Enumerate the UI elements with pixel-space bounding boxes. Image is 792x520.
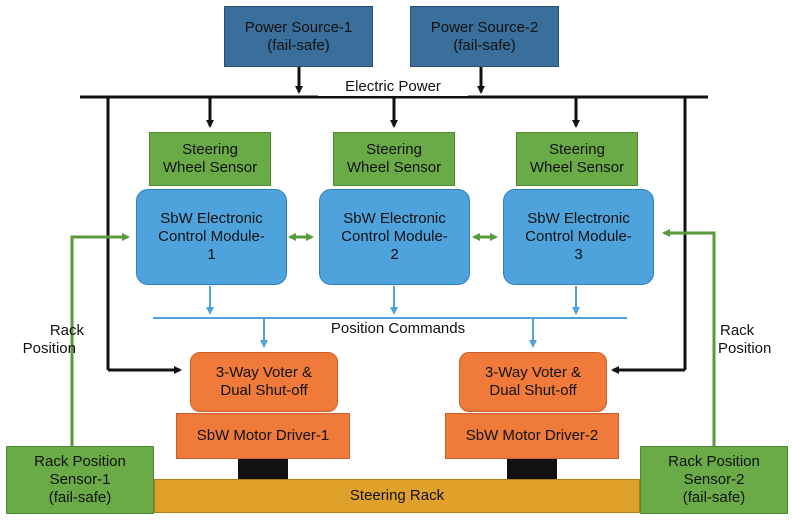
rps-2-line2: Sensor-2 bbox=[683, 471, 745, 488]
sensor-3-line1: Steering bbox=[549, 141, 605, 158]
power-source-1: Power Source-1 (fail-safe) bbox=[224, 6, 373, 67]
ecm-1: SbW Electronic Control Module- 1 bbox=[136, 189, 287, 285]
voter-1: 3-Way Voter & Dual Shut-off bbox=[190, 352, 338, 412]
rack-position-label-1-line2: Position bbox=[22, 340, 76, 357]
ecm-1-line2: Control Module- bbox=[158, 228, 265, 245]
rps-2-line3: (fail-safe) bbox=[682, 489, 746, 506]
electric-power-label: Electric Power bbox=[318, 78, 468, 96]
rps-1-line3: (fail-safe) bbox=[48, 489, 112, 506]
steering-wheel-sensor-1: Steering Wheel Sensor bbox=[149, 132, 271, 186]
sensor-2-line1: Steering bbox=[366, 141, 422, 158]
voter-1-line1: 3-Way Voter & bbox=[215, 364, 313, 381]
position-commands-label: Position Commands bbox=[330, 320, 466, 337]
rack-position-label-2: Rack Position bbox=[714, 322, 788, 358]
ecm-2-line1: SbW Electronic bbox=[343, 210, 446, 227]
voter-2: 3-Way Voter & Dual Shut-off bbox=[459, 352, 607, 412]
sensor-2-line2: Wheel Sensor bbox=[346, 159, 442, 176]
ecm-3: SbW Electronic Control Module- 3 bbox=[503, 189, 654, 285]
power-source-2-line1: Power Source-2 bbox=[430, 18, 539, 36]
power-source-1-line2: (fail-safe) bbox=[267, 36, 330, 54]
voter-2-line1: 3-Way Voter & bbox=[484, 364, 582, 381]
ecm-1-line1: SbW Electronic bbox=[160, 210, 263, 227]
steering-rack-label: Steering Rack bbox=[349, 487, 445, 504]
steering-rack: Steering Rack bbox=[154, 479, 640, 513]
rps-2-line1: Rack Position bbox=[668, 453, 760, 470]
motor-driver-2-label: SbW Motor Driver-2 bbox=[465, 427, 599, 444]
rack-position-feedback-1 bbox=[70, 233, 130, 447]
rack-position-label-2-line1: Rack bbox=[720, 322, 755, 339]
motor-driver-2: SbW Motor Driver-2 bbox=[445, 413, 619, 459]
ecm-3-line1: SbW Electronic bbox=[527, 210, 630, 227]
power-source-1-line1: Power Source-1 bbox=[244, 18, 353, 36]
rack-position-feedback-2 bbox=[662, 229, 716, 447]
ecm-3-line3: 3 bbox=[574, 246, 583, 263]
ecm-3-line2: Control Module- bbox=[525, 228, 632, 245]
steering-wheel-sensor-2: Steering Wheel Sensor bbox=[333, 132, 455, 186]
sensor-1-line2: Wheel Sensor bbox=[162, 159, 258, 176]
ecm-2-line2: Control Module- bbox=[341, 228, 448, 245]
steering-wheel-sensor-3: Steering Wheel Sensor bbox=[516, 132, 638, 186]
rps-1-line1: Rack Position bbox=[34, 453, 126, 470]
motor-driver-1-label: SbW Motor Driver-1 bbox=[196, 427, 330, 444]
sensor-1-line1: Steering bbox=[182, 141, 238, 158]
power-source-2: Power Source-2 (fail-safe) bbox=[410, 6, 559, 67]
voter-1-line2: Dual Shut-off bbox=[220, 382, 308, 399]
rack-position-label-1-line1: Rack bbox=[49, 322, 84, 339]
voter-2-line2: Dual Shut-off bbox=[489, 382, 577, 399]
rack-position-sensor-1: Rack Position Sensor-1 (fail-safe) bbox=[6, 446, 154, 514]
rack-position-label-2-line2: Position bbox=[718, 340, 772, 357]
ecm-2-line3: 2 bbox=[390, 246, 399, 263]
rps-1-line2: Sensor-1 bbox=[49, 471, 111, 488]
rack-position-sensor-2: Rack Position Sensor-2 (fail-safe) bbox=[640, 446, 788, 514]
power-source-2-line2: (fail-safe) bbox=[453, 36, 516, 54]
motor-driver-1: SbW Motor Driver-1 bbox=[176, 413, 350, 459]
motor-1 bbox=[238, 459, 288, 479]
ecm-2: SbW Electronic Control Module- 2 bbox=[319, 189, 470, 285]
ecm-1-line3: 1 bbox=[207, 246, 216, 263]
motor-2 bbox=[507, 459, 557, 479]
sensor-3-line2: Wheel Sensor bbox=[529, 159, 625, 176]
rack-position-label-1: Rack Position bbox=[18, 322, 84, 358]
